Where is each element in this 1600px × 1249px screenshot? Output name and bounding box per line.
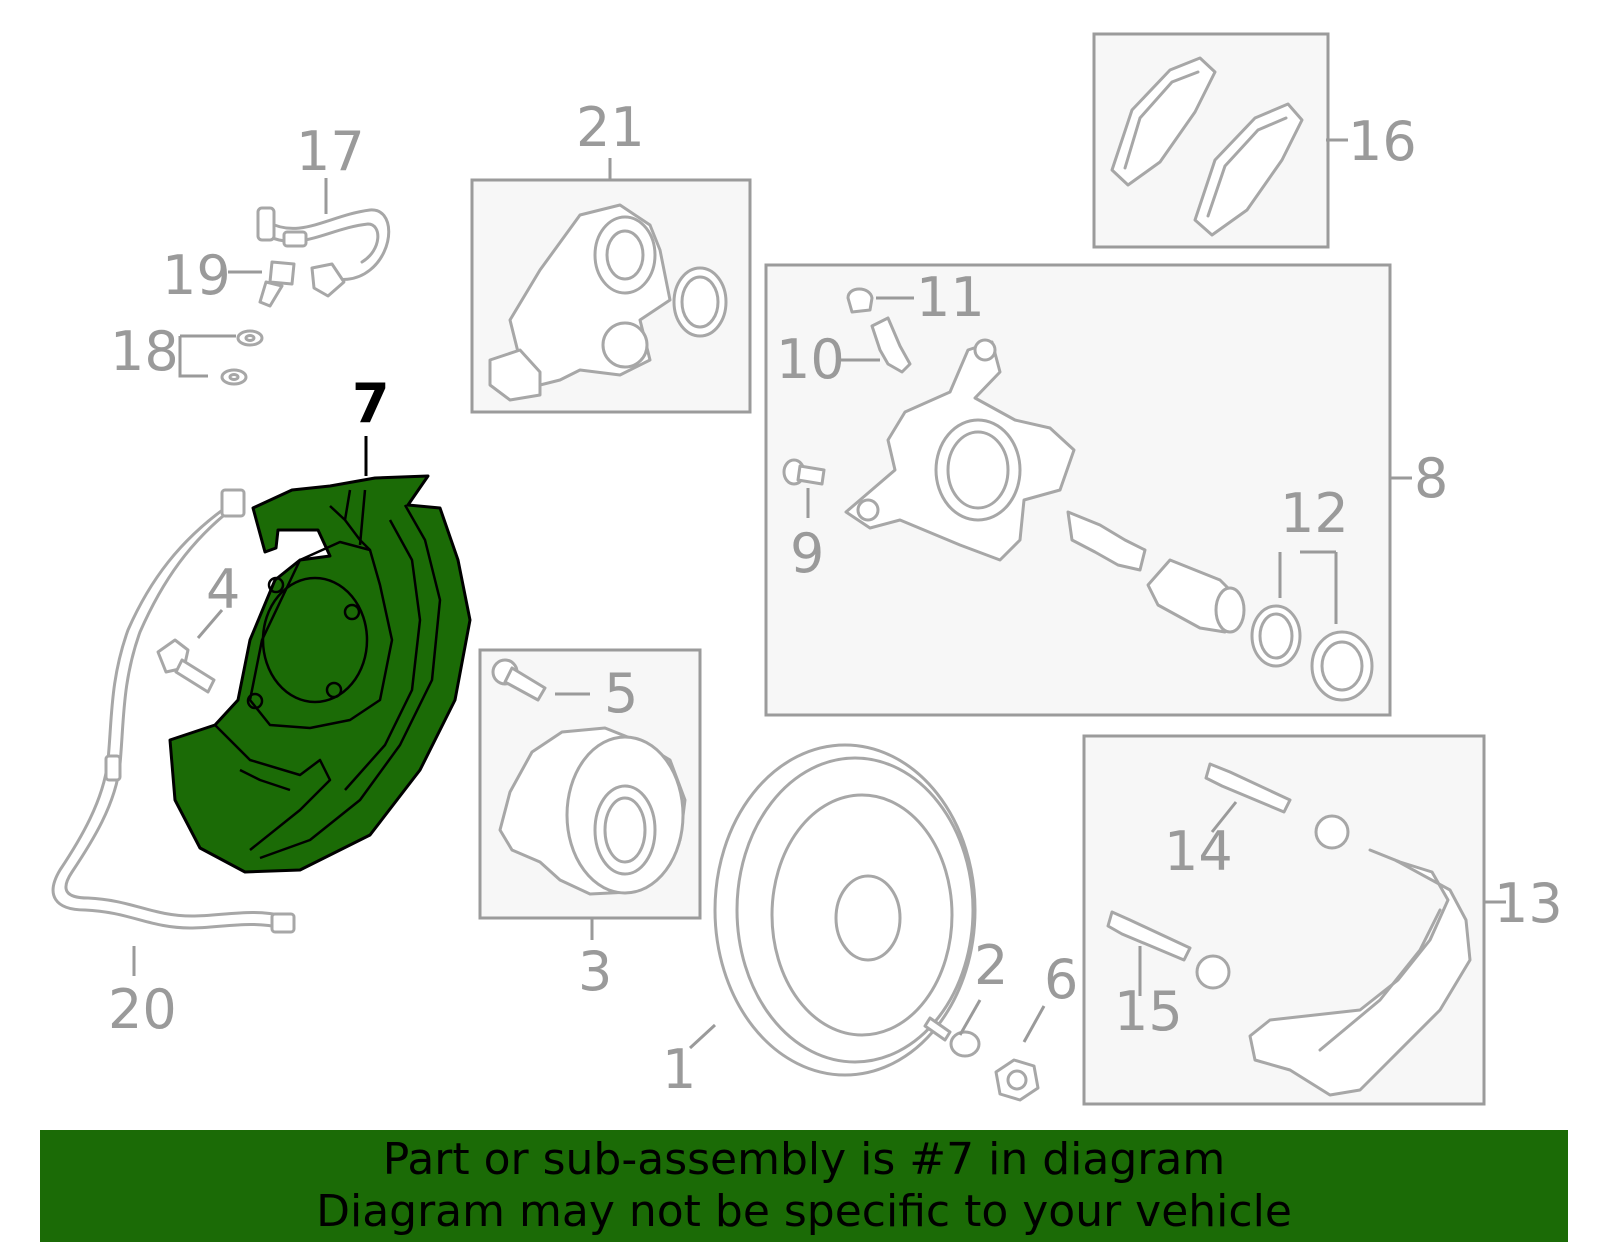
hub-bolt[interactable] <box>491 658 547 702</box>
dust-shield[interactable] <box>168 474 472 874</box>
hub-bearing[interactable] <box>498 726 687 896</box>
banner-line-part: Part or sub-assembly is #7 in diagram <box>382 1134 1226 1185</box>
bleeder-screw[interactable] <box>870 316 912 374</box>
guide-pins[interactable] <box>1106 762 1292 962</box>
brake-rotor[interactable] <box>713 743 977 1077</box>
brake-pads[interactable] <box>1110 56 1304 237</box>
brake-hose[interactable] <box>256 206 391 298</box>
bushings[interactable] <box>1195 814 1350 990</box>
callout-16: 16 <box>1348 110 1417 173</box>
callout-9: 9 <box>790 522 824 585</box>
callout-2: 2 <box>974 934 1008 997</box>
callout-20: 20 <box>108 978 177 1041</box>
callout-7: 7 <box>352 372 390 435</box>
callout-8: 8 <box>1414 447 1448 510</box>
callout-3: 3 <box>578 940 612 1003</box>
hub-nut[interactable] <box>994 1058 1040 1102</box>
callout-5: 5 <box>604 662 638 725</box>
wheel-speed-sensor[interactable] <box>51 488 296 934</box>
rotor-screw[interactable] <box>923 1016 981 1058</box>
washers[interactable] <box>220 329 264 386</box>
bleeder-cap[interactable] <box>846 287 874 314</box>
callout-labels: 1 2 3 4 5 6 7 8 9 10 11 12 13 14 15 16 1… <box>108 96 1563 1101</box>
piston[interactable] <box>1066 510 1246 634</box>
caliper-assembly[interactable] <box>844 338 1076 562</box>
callout-15: 15 <box>1114 980 1183 1043</box>
callout-12: 12 <box>1280 482 1349 545</box>
caliper-bolt[interactable] <box>782 458 826 486</box>
callout-10: 10 <box>776 328 845 391</box>
hose-bolt[interactable] <box>258 260 296 308</box>
banner-line-disclaimer: Diagram may not be specific to your vehi… <box>316 1186 1292 1237</box>
callout-21: 21 <box>576 96 645 159</box>
caliper-motor[interactable] <box>488 203 728 402</box>
callout-1: 1 <box>662 1038 696 1101</box>
callout-6: 6 <box>1044 948 1078 1011</box>
shield-bolt[interactable] <box>156 638 216 694</box>
callout-11: 11 <box>916 266 985 329</box>
seals[interactable] <box>1250 604 1374 702</box>
callout-14: 14 <box>1164 820 1233 883</box>
callout-18: 18 <box>110 320 179 383</box>
caliper-bracket[interactable] <box>1248 848 1472 1097</box>
leader-lines <box>132 138 1506 1050</box>
info-banner: Part or sub-assembly is #7 in diagram Di… <box>40 1130 1568 1242</box>
callout-19: 19 <box>162 244 231 307</box>
callout-4: 4 <box>206 558 240 621</box>
callout-13: 13 <box>1494 872 1563 935</box>
callout-17: 17 <box>296 120 365 183</box>
